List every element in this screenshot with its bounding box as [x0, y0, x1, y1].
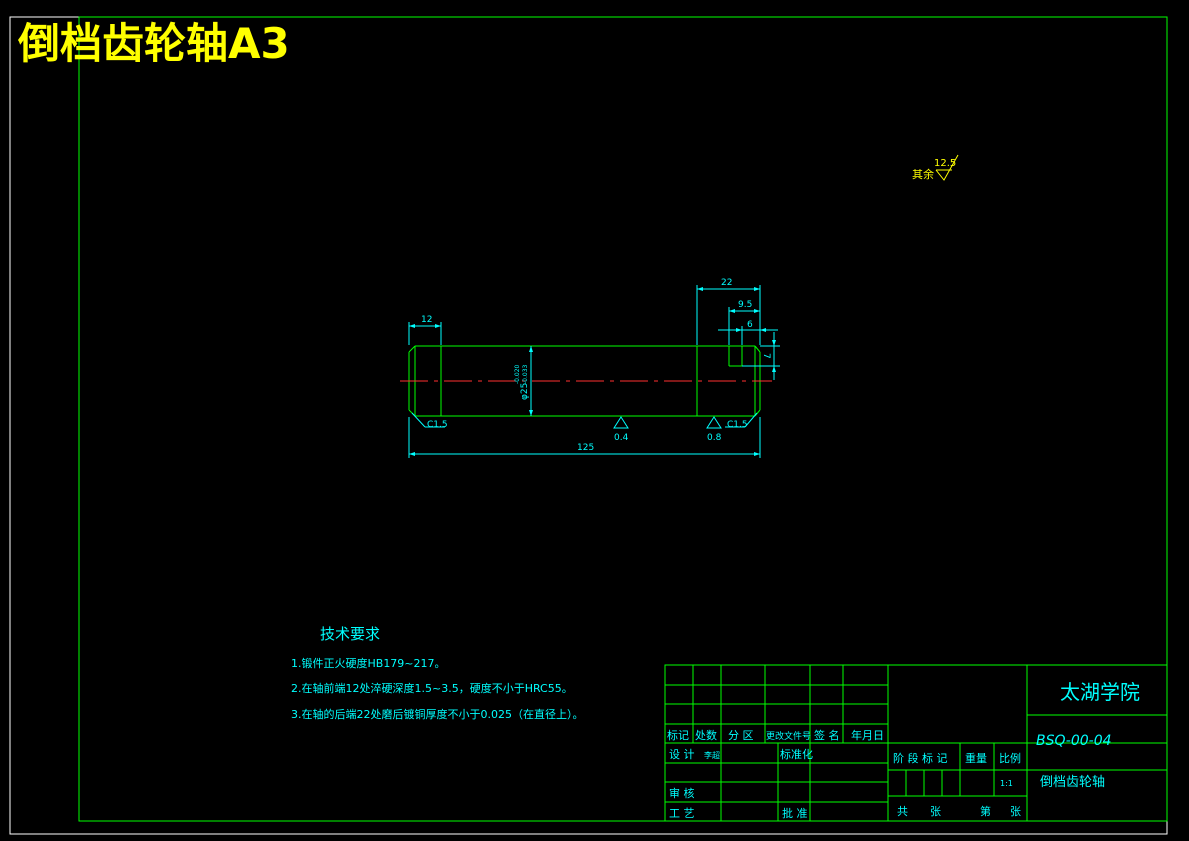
process-label: 工 艺 [669, 807, 695, 820]
dim-tol-upper: -0.020 [514, 364, 521, 384]
approve-label: 批 准 [782, 806, 808, 820]
hdr-count: 处数 [695, 729, 717, 742]
tech-req-item-2: 2.在轴前端12处淬硬深度1.5~3.5，硬度不小于HRC55。 [291, 681, 573, 695]
weight-label: 重量 [965, 751, 987, 765]
sheet-no-label: 第 [980, 804, 991, 818]
scale-value: 1:1 [1000, 779, 1013, 788]
outer-frame [9, 16, 1168, 835]
sheet-title: 倒档齿轮轴A3 [17, 19, 290, 68]
design-label: 设 计 [669, 748, 695, 761]
drawing-number: BSQ-00-04 [1036, 733, 1112, 749]
standardize-label: 标准化 [780, 747, 813, 761]
dim-tol-lower: -0.033 [522, 364, 529, 384]
roughness-1: 0.4 [614, 433, 629, 443]
roughness-2: 0.8 [707, 433, 722, 443]
roughness-note-value: 12.5 [934, 158, 956, 169]
hdr-zone: 分 区 [728, 729, 754, 742]
dim-12: 12 [421, 315, 432, 325]
tech-req-item-3: 3.在轴的后端22处磨后镀铜厚度不小于0.025（在直径上）。 [291, 707, 583, 721]
tech-req-item-1: 1.锻件正火硬度HB179~217。 [291, 656, 446, 670]
school-name: 太湖学院 [1060, 680, 1140, 704]
hdr-mark: 标记 [667, 728, 689, 742]
hdr-date: 年月日 [851, 728, 884, 742]
sheets-label: 张 [930, 805, 941, 818]
stage-mark-label: 阶 段 标 记 [893, 751, 948, 765]
roughness-note-prefix: 其余 [912, 167, 934, 181]
design-sign: 李超 [704, 750, 720, 760]
hdr-sign: 签 名 [814, 728, 840, 742]
review-label: 审 核 [669, 786, 695, 800]
hdr-change-doc: 更改文件号 [766, 730, 811, 742]
roughness-symbol [935, 154, 959, 181]
shaft-part [400, 345, 772, 417]
dim-125: 125 [577, 443, 594, 453]
chamfer-left: C1.5 [427, 420, 448, 430]
title-block [664, 664, 1168, 822]
dim-diameter: φ25 [520, 383, 530, 400]
part-name: 倒档齿轮轴 [1040, 775, 1105, 790]
total-label: 共 [897, 805, 908, 818]
drawing-border [78, 16, 1168, 822]
dim-22: 22 [721, 278, 732, 288]
dimensions [408, 285, 780, 458]
dim-6: 6 [747, 320, 753, 330]
dim-7: 7 [761, 353, 771, 359]
dimension-arrows [409, 287, 776, 456]
dim-9-5: 9.5 [738, 300, 752, 310]
tech-req-heading: 技术要求 [320, 625, 380, 643]
chamfer-right: C1.5 [727, 420, 748, 430]
sheets2-label: 张 [1010, 805, 1021, 818]
scale-label: 比例 [999, 751, 1021, 765]
